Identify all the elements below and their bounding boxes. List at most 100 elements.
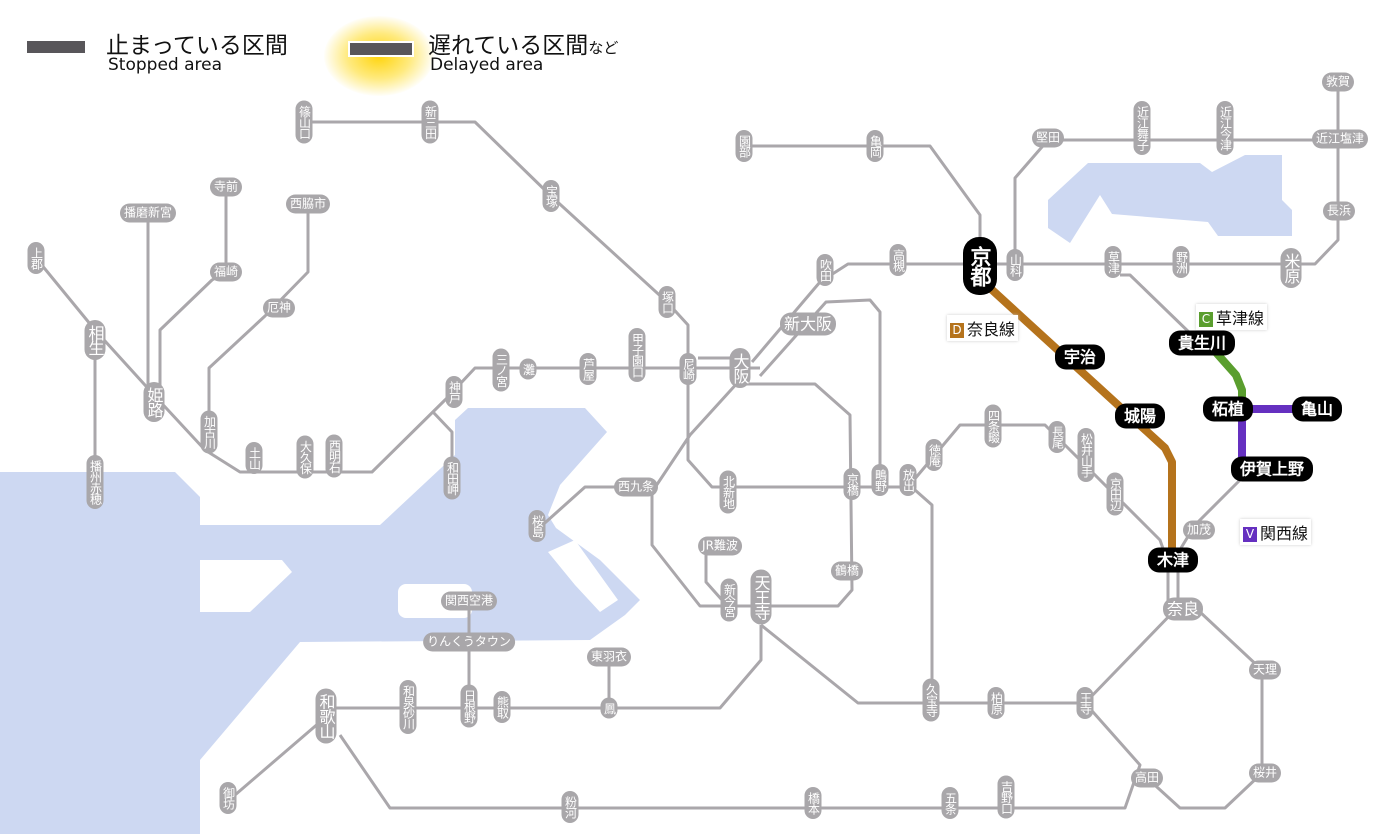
rail-line-segment[interactable]	[914, 488, 934, 700]
station-label[interactable]: 近江舞子	[1133, 101, 1151, 155]
station-label[interactable]: 京田辺	[1106, 472, 1124, 516]
station-label[interactable]: 野洲	[1172, 246, 1190, 278]
rail-line-segment[interactable]	[650, 378, 854, 608]
station-label[interactable]: 天理	[1248, 660, 1282, 680]
affected-station-label[interactable]: 伊賀上野	[1230, 456, 1314, 482]
station-label[interactable]: 吹田	[816, 254, 834, 286]
station-label[interactable]: 西九条	[613, 477, 659, 497]
station-label[interactable]: 土山	[245, 442, 263, 474]
station-label[interactable]: 日根野	[460, 684, 478, 728]
station-label[interactable]: 播州赤穂	[86, 455, 104, 509]
rail-line-segment[interactable]	[1013, 138, 1338, 265]
station-label[interactable]: 新大阪	[779, 312, 837, 336]
station-label[interactable]: 宝塚	[542, 180, 560, 212]
station-label[interactable]: 三ノ宮	[492, 348, 510, 392]
rail-line-segment[interactable]	[158, 187, 228, 400]
rail-line-segment[interactable]	[326, 625, 763, 710]
station-label[interactable]: 亀岡	[866, 130, 884, 162]
station-label[interactable]: 近江今津	[1216, 101, 1234, 155]
station-label[interactable]: 鶴橋	[830, 561, 864, 581]
rail-line-segment[interactable]	[338, 702, 1142, 810]
station-label[interactable]: 和歌山	[315, 688, 337, 744]
station-label[interactable]: 長尾	[1048, 421, 1066, 453]
station-label[interactable]: 関西空港	[440, 591, 498, 611]
station-label[interactable]: 山科	[1006, 249, 1024, 281]
station-label[interactable]: 柏原	[987, 687, 1005, 719]
station-label[interactable]: 神戸	[445, 376, 463, 408]
station-label[interactable]: 上郡	[27, 242, 45, 274]
station-label[interactable]: 鴫野	[871, 464, 889, 496]
station-label[interactable]: 尼崎	[679, 353, 697, 385]
rail-line-segment[interactable]	[34, 257, 760, 474]
rail-line-segment[interactable]	[744, 144, 982, 240]
station-label[interactable]: 厄神	[262, 298, 296, 318]
station-label[interactable]: 新今宮	[720, 578, 738, 622]
station-label[interactable]: 灘	[519, 358, 537, 380]
station-label[interactable]: 大阪	[729, 348, 751, 388]
station-label[interactable]: 大久保	[296, 435, 314, 479]
station-label[interactable]: 塚口	[658, 286, 676, 318]
rail-line-segment[interactable]	[1145, 610, 1264, 810]
station-label[interactable]: 桜島	[528, 510, 546, 542]
station-label[interactable]: 芦屋	[579, 353, 597, 385]
station-label[interactable]: 福崎	[209, 262, 243, 282]
rail-line-segment[interactable]	[304, 120, 908, 489]
station-label[interactable]: 高田	[1130, 768, 1164, 788]
station-label[interactable]: 五条	[941, 787, 959, 819]
station-label[interactable]: 姫路	[143, 382, 165, 422]
station-label[interactable]: 熊取	[493, 691, 511, 723]
station-label[interactable]: 和泉砂川	[399, 680, 417, 734]
affected-station-label[interactable]: 柘植	[1202, 396, 1254, 422]
station-label[interactable]: 西明石	[325, 434, 343, 478]
station-label[interactable]: 高槻	[889, 244, 907, 276]
station-label[interactable]: 近江塩津	[1311, 129, 1369, 149]
station-label[interactable]: 加茂	[1182, 520, 1216, 540]
station-label[interactable]: 西脇市	[285, 194, 331, 214]
station-label[interactable]: 北新地	[719, 470, 737, 514]
station-label[interactable]: 京橋	[843, 468, 861, 500]
station-label[interactable]: 草津	[1104, 246, 1122, 278]
station-label[interactable]: 粉河	[561, 791, 579, 823]
station-label[interactable]: 橋本	[804, 787, 822, 819]
station-label[interactable]: 篠山口	[295, 100, 313, 144]
affected-station-label[interactable]: 宇治	[1054, 344, 1106, 370]
station-label[interactable]: 加古川	[200, 410, 218, 454]
station-label[interactable]: 甲子園口	[628, 328, 646, 382]
station-label[interactable]: 吉野口	[997, 775, 1015, 819]
affected-station-label[interactable]: 貴生川	[1168, 330, 1236, 356]
station-label[interactable]: 堅田	[1031, 128, 1065, 148]
station-label[interactable]: 園部	[735, 130, 753, 162]
station-label[interactable]: 天王寺	[750, 569, 772, 625]
station-label[interactable]: 和田岬	[443, 456, 461, 500]
station-label[interactable]: 王寺	[1076, 687, 1094, 719]
station-label[interactable]: 敦賀	[1321, 72, 1355, 92]
station-label[interactable]: 四条畷	[984, 404, 1002, 448]
station-label[interactable]: 放出	[899, 464, 917, 496]
affected-station-label[interactable]: 木津	[1147, 547, 1199, 573]
rail-line-segment[interactable]	[906, 423, 1169, 561]
affected-station-label[interactable]: 京都	[963, 237, 997, 295]
station-label[interactable]: JR難波	[698, 536, 742, 556]
station-label[interactable]: りんくうタウン	[423, 632, 515, 652]
rail-line-segment[interactable]	[234, 720, 321, 797]
station-label[interactable]: 御坊	[219, 782, 237, 814]
rail-line-segment[interactable]	[1120, 273, 1197, 340]
rail-line-segment[interactable]	[207, 204, 310, 432]
station-label[interactable]: 播磨新宮	[119, 203, 177, 223]
station-label[interactable]: 桜井	[1248, 763, 1282, 783]
station-label[interactable]: 新三田	[421, 100, 439, 144]
rail-line-segment[interactable]	[704, 546, 724, 601]
affected-station-label[interactable]: 亀山	[1291, 396, 1343, 422]
station-label[interactable]: 奈良	[1162, 597, 1204, 621]
station-label[interactable]: 寺前	[209, 177, 243, 197]
affected-station-label[interactable]: 城陽	[1114, 403, 1166, 429]
station-label[interactable]: 長浜	[1322, 201, 1356, 221]
station-label[interactable]: 米原	[1280, 248, 1302, 288]
station-label[interactable]: 相生	[84, 320, 106, 360]
station-label[interactable]: 東羽衣	[586, 647, 632, 667]
station-label[interactable]: 久宝寺	[922, 678, 940, 722]
station-label[interactable]: 鳳	[600, 697, 618, 719]
